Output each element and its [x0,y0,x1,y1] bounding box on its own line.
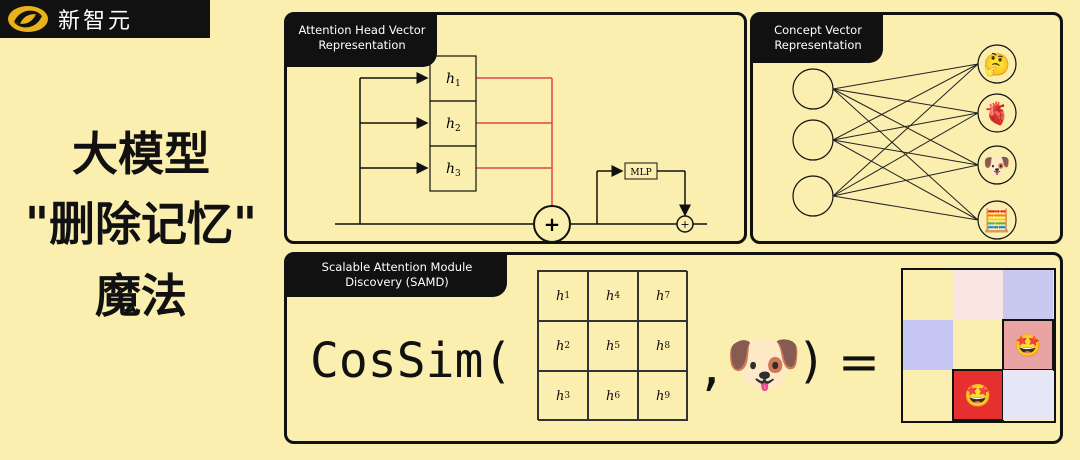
heatmap-cell [953,270,1003,320]
cossim-function-label: CosSim( [310,333,513,389]
network-edges [832,63,979,221]
dog-face-icon: 🐶 [983,154,1010,179]
mlp-label: MLP [630,168,651,178]
input-node-2 [792,119,834,161]
heart-organ-icon: 🫀 [983,101,1010,127]
attention-title-line-1: Attention Head Vector [298,23,426,37]
add-symbol-small: + [680,218,689,231]
brand-logo: 新智元 [0,0,210,38]
samd-title-line-2: Discovery (SAMD) [345,275,449,289]
heatmap-cell [1003,270,1053,320]
concept-title-line-2: Representation [774,38,862,52]
concept-node-2 [977,93,1017,133]
formula-comma: , [697,340,726,396]
headline-line-3: 魔法 [95,269,187,323]
heatmap-cell [903,370,953,420]
headline-line-1: 大模型 [72,127,210,181]
concept-node-1 [977,44,1017,84]
heatmap-cell [903,320,953,370]
concept-title-line-1: Concept Vector [774,23,862,37]
heatmap-cell [903,270,953,320]
head-box-3 [429,145,477,192]
star-struck-icon: 🤩 [964,383,991,409]
heatmap-border [901,268,1056,423]
input-node-1 [792,68,834,110]
formula-equals: = [838,333,880,391]
attention-head-diagram: h1 h2 h3 + MLP + [335,55,707,241]
head-label-3: h3 [446,161,461,179]
abacus-icon: 🧮 [983,208,1010,234]
add-node-small [676,215,694,233]
heatmap-cell [953,320,1003,370]
add-node-large [533,205,571,241]
head-label-2: h2 [446,116,461,134]
headline-line-2: "删除记忆" [25,197,257,251]
star-struck-icon: 🤩 [1014,333,1041,359]
head-label-1: h1 [446,71,461,89]
similarity-heatmap: 🤩🤩 [901,268,1056,423]
heatmap-cell [1003,370,1053,420]
samd-panel-title: Scalable Attention Module Discovery (SAM… [287,255,507,297]
attention-title-line-2: Representation [318,38,406,52]
concept-node-3 [977,145,1017,185]
formula-close-paren: ) [797,333,826,389]
logo-text: 新智元 [58,9,134,34]
red-connector-lines [476,77,553,207]
dog-face-icon: 🐶 [725,327,803,400]
attention-head-panel: h1 h2 h3 + MLP + Attention Head Vector R… [284,12,747,244]
samd-title-line-1: Scalable Attention Module [321,260,473,274]
concept-network-diagram: 🤔 🫀 🐶 🧮 [792,44,1017,240]
concept-vector-panel: 🤔 🫀 🐶 🧮 Concept Vector Representation [750,12,1063,244]
concept-node-4 [977,200,1017,240]
concept-panel-title: Concept Vector Representation [753,15,883,63]
attention-panel-title: Attention Head Vector Representation [287,15,437,67]
input-node-3 [792,175,834,217]
logo-swirl-icon [8,6,48,32]
add-symbol-large: + [544,212,561,236]
thinking-face-icon: 🤔 [983,52,1010,78]
